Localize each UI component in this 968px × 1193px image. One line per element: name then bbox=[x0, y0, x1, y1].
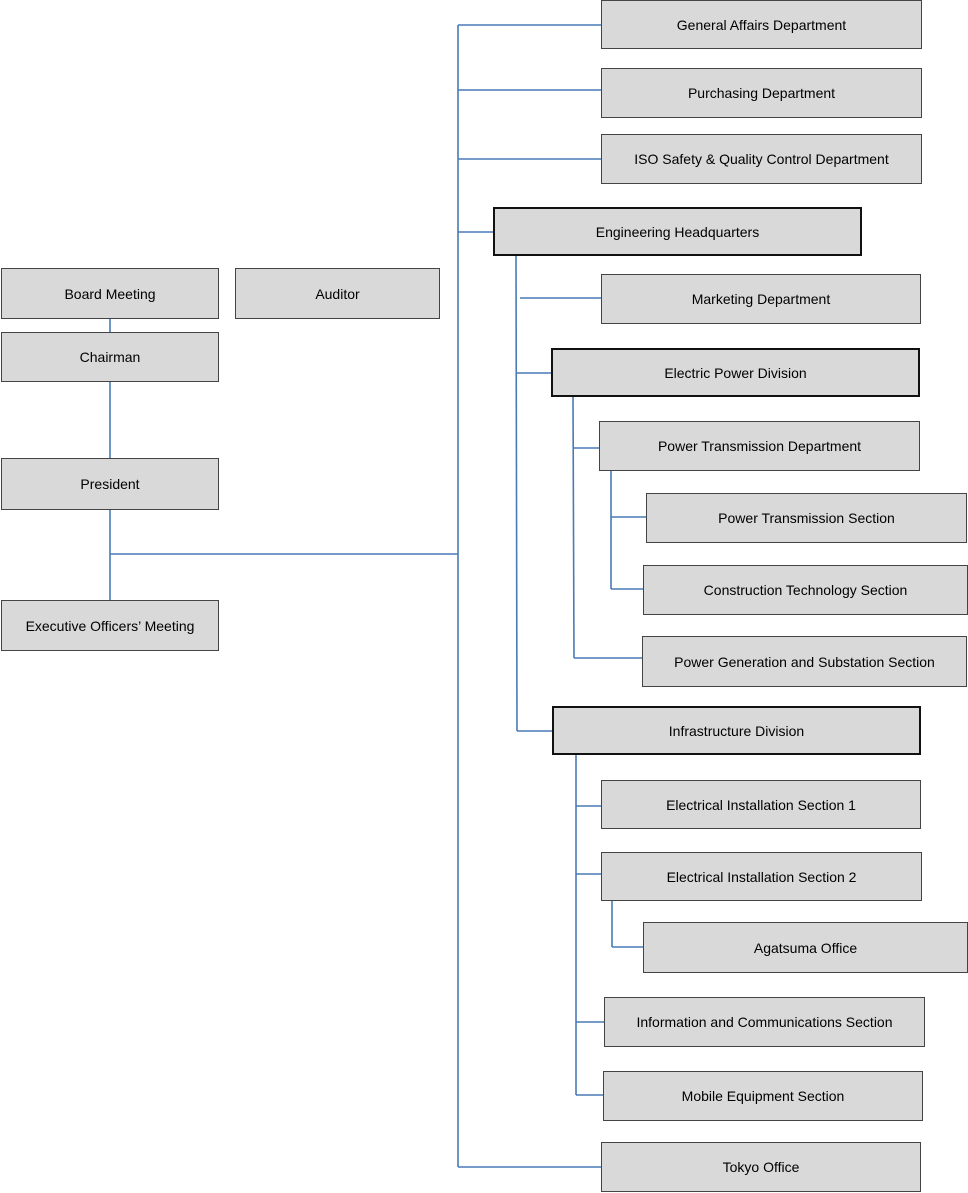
iso-safety-box: ISO Safety & Quality Control Department bbox=[601, 134, 922, 184]
agatsuma-office-box: Agatsuma Office bbox=[643, 922, 968, 973]
connector bbox=[572, 396, 575, 659]
electrical-installation-1-box: Electrical Installation Section 1 bbox=[601, 780, 921, 829]
mobile-equipment-section-box: Mobile Equipment Section bbox=[603, 1071, 923, 1121]
board-meeting-box: Board Meeting bbox=[1, 268, 219, 319]
info-comm-section-box: Information and Communications Section bbox=[604, 997, 925, 1047]
purchasing-box: Purchasing Department bbox=[601, 68, 922, 118]
executive-meeting-box: Executive Officers’ Meeting bbox=[1, 600, 219, 651]
connector bbox=[515, 255, 518, 732]
chairman-box: Chairman bbox=[1, 332, 219, 382]
general-affairs-box: General Affairs Department bbox=[601, 0, 922, 49]
infrastructure-division-box: Infrastructure Division bbox=[552, 706, 921, 755]
tokyo-office-box: Tokyo Office bbox=[601, 1142, 921, 1192]
power-transmission-section-box: Power Transmission Section bbox=[646, 493, 967, 543]
engineering-hq-box: Engineering Headquarters bbox=[493, 207, 862, 256]
president-box: President bbox=[1, 458, 219, 510]
construction-technology-section-box: Construction Technology Section bbox=[643, 565, 968, 615]
marketing-box: Marketing Department bbox=[601, 274, 921, 324]
electrical-installation-2-box: Electrical Installation Section 2 bbox=[601, 852, 922, 901]
auditor-box: Auditor bbox=[235, 268, 440, 319]
power-transmission-dept-box: Power Transmission Department bbox=[599, 421, 920, 471]
electric-power-division-box: Electric Power Division bbox=[551, 348, 920, 397]
power-generation-substation-box: Power Generation and Substation Section bbox=[642, 636, 967, 687]
